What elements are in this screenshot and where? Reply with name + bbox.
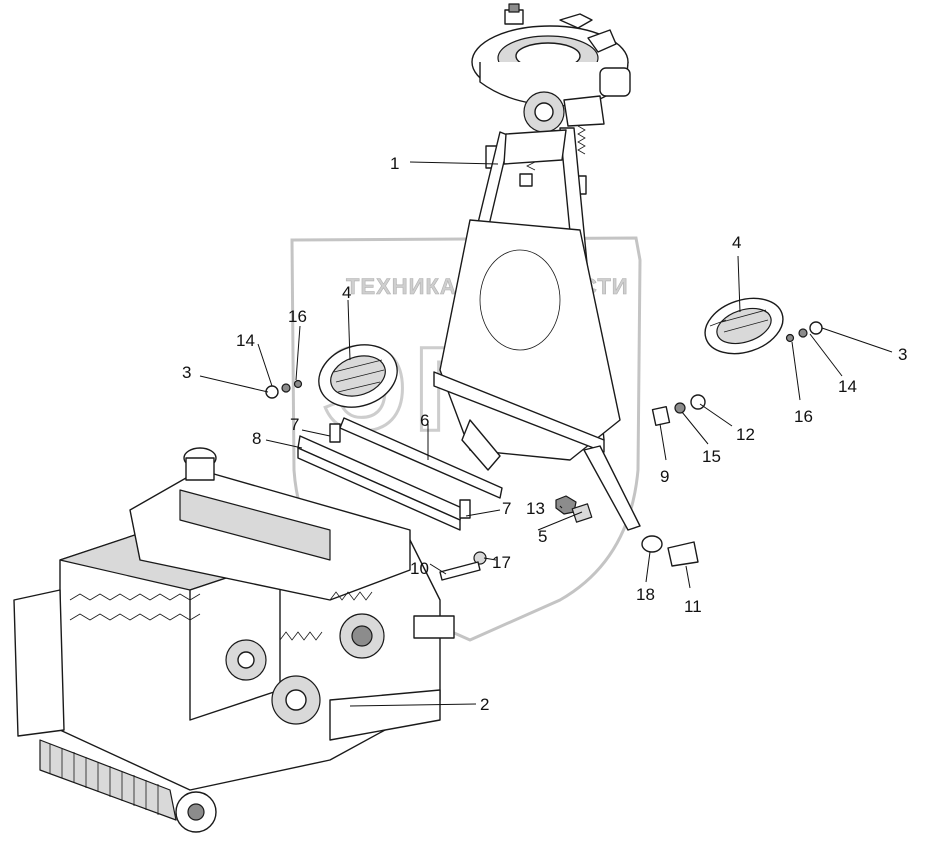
callout-15: 15 <box>702 447 721 466</box>
callout-labels: 1 2 3 3 4 4 5 6 7 7 8 9 10 11 12 13 14 1… <box>182 154 907 714</box>
callout-18: 18 <box>636 585 655 604</box>
callout-4: 4 <box>732 233 741 252</box>
callout-17: 17 <box>492 553 511 572</box>
callout-12: 12 <box>736 425 755 444</box>
callout-9: 9 <box>660 467 669 486</box>
chute-assembly <box>433 3 641 531</box>
callout-3: 3 <box>182 363 191 382</box>
callout-10: 10 <box>410 559 429 578</box>
callout-11: 11 <box>684 597 702 616</box>
callout-7: 7 <box>502 499 511 518</box>
callout-16: 16 <box>794 407 813 426</box>
callout-8: 8 <box>252 429 261 448</box>
callout-14: 14 <box>236 331 255 350</box>
callout-2: 2 <box>480 695 489 714</box>
callout-14: 14 <box>838 377 857 396</box>
leader-lines <box>199 161 893 707</box>
lower-housing <box>13 447 455 833</box>
rails <box>297 417 503 531</box>
callout-13: 13 <box>526 499 545 518</box>
callout-7: 7 <box>290 415 299 434</box>
callout-6: 6 <box>420 411 429 430</box>
callout-1: 1 <box>390 154 399 173</box>
finned-roller <box>39 739 217 833</box>
flange-ring-right <box>704 297 784 355</box>
callout-3: 3 <box>898 345 907 364</box>
watermark-left-word: ТЕХНИКА <box>346 274 457 299</box>
flange-ring-left <box>318 344 398 408</box>
callout-4: 4 <box>342 283 351 302</box>
callout-16: 16 <box>288 307 307 326</box>
callout-5: 5 <box>538 527 547 546</box>
